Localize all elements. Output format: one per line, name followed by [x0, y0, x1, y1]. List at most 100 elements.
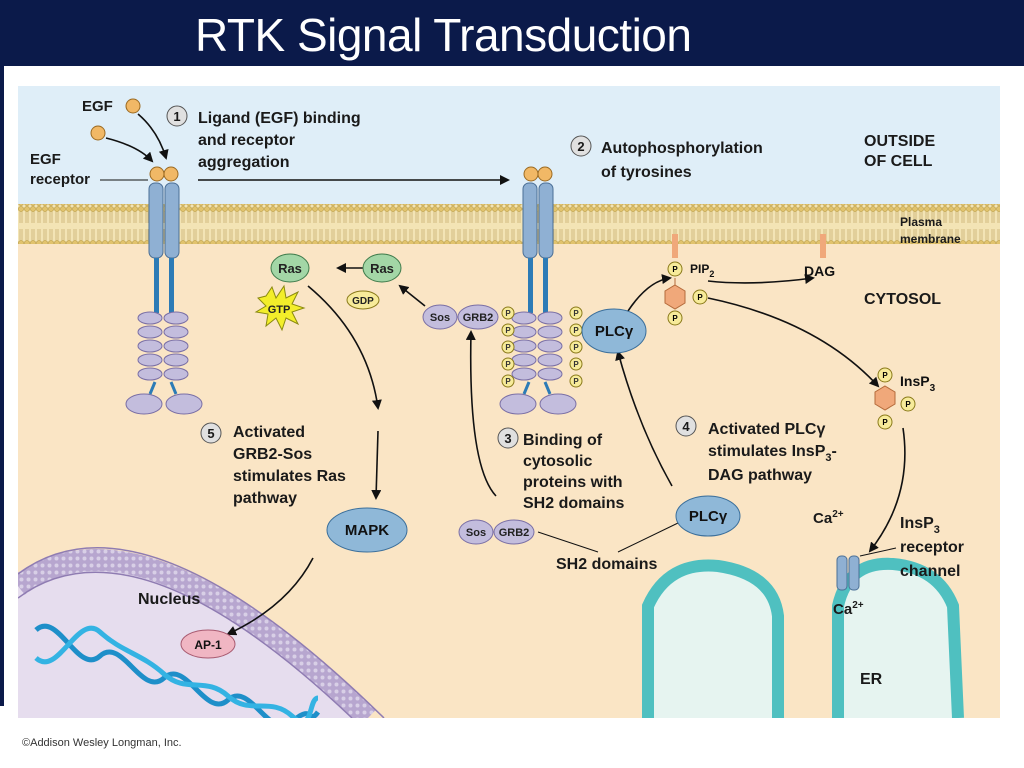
- dna-helix: [34, 623, 321, 718]
- egf-receptor-label-1: EGF: [30, 151, 61, 168]
- step1-number: 1: [173, 109, 180, 124]
- ras-active-label: Ras: [278, 261, 302, 276]
- ca-label-top: Ca2+: [813, 509, 844, 527]
- sh2-pointer-lines: [537, 522, 679, 553]
- step1-text-1: Ligand (EGF) binding: [198, 110, 361, 127]
- step4-text-3: DAG pathway: [708, 467, 812, 484]
- gtp-burst: [254, 284, 306, 332]
- egf-ligand: [90, 125, 106, 141]
- sos-free-label: Sos: [466, 527, 486, 539]
- cytosol-label: CYTOSOL: [864, 291, 941, 308]
- step2-text-2: of tyrosines: [601, 164, 692, 181]
- step3-number: 3: [504, 431, 511, 446]
- step4-marker: [675, 415, 697, 437]
- step5-number: 5: [207, 426, 214, 441]
- step2-text-1: Autophosphorylation: [601, 140, 763, 157]
- outside-label-1: OUTSIDE: [864, 133, 935, 150]
- step3-text-4: SH2 domains: [523, 495, 624, 512]
- ras-inactive: [362, 253, 402, 283]
- insp3-p1: P: [882, 371, 888, 380]
- step3-text-2: cytosolic: [523, 453, 592, 470]
- phospho-label: P: [505, 343, 511, 352]
- insp3-receptor-pointer: [859, 547, 897, 557]
- insp3-receptor-label-3: channel: [900, 563, 960, 580]
- step5-text-2: GRB2-Sos: [233, 446, 312, 463]
- step1-text-3: aggregation: [198, 154, 290, 171]
- plc-gamma-free-label: PLCγ: [689, 508, 728, 525]
- rtk-pathway-diagram: P P P P P P P P P P Ras GTP: [18, 86, 1000, 718]
- dag-molecule: [820, 234, 826, 258]
- step1-text-2: and receptor: [198, 132, 295, 149]
- step2-number: 2: [577, 139, 584, 154]
- phospho-label: P: [505, 377, 511, 386]
- phosphotyrosine-groups: [501, 306, 583, 388]
- phospho-label: P: [505, 326, 511, 335]
- insp3-receptor-channel: [836, 555, 860, 591]
- er-label: ER: [860, 671, 883, 688]
- gtp-label: GTP: [268, 304, 291, 316]
- step4-text-2: stimulates InsP3-: [708, 443, 837, 464]
- gdp-label: GDP: [352, 296, 374, 307]
- mapk-label: MAPK: [345, 522, 389, 539]
- slide-title: RTK Signal Transduction: [195, 9, 692, 61]
- dag-label: DAG: [804, 263, 835, 279]
- step2-marker: [570, 135, 592, 157]
- grb2-bound: [457, 304, 499, 330]
- sos-bound-label: Sos: [430, 312, 450, 324]
- step5-text-4: pathway: [233, 490, 297, 507]
- step3-marker: [497, 427, 519, 449]
- phospho-label: P: [573, 309, 579, 318]
- phospho-label: P: [505, 309, 511, 318]
- ap1-label: AP-1: [194, 638, 222, 652]
- plasma-membrane-label-1: Plasma: [900, 215, 942, 229]
- pip2-p1: P: [672, 265, 678, 274]
- outside-label-2: OF CELL: [864, 153, 933, 170]
- sos-bound: [422, 304, 458, 330]
- step5-text-3: stimulates Ras: [233, 468, 346, 485]
- plasma-membrane-label-2: membrane: [900, 232, 961, 246]
- pip2-p3: P: [672, 314, 678, 323]
- step1-marker: [166, 105, 188, 127]
- pip2-molecule: [664, 234, 708, 326]
- phospho-label: P: [573, 360, 579, 369]
- grb2-free: [493, 519, 535, 545]
- insp3-receptor-label-1: InsP3: [900, 515, 940, 536]
- pip2-label: PIP2: [690, 262, 714, 279]
- sh2-domains-label: SH2 domains: [556, 556, 657, 573]
- nucleus-label: Nucleus: [138, 591, 200, 608]
- insp3-molecule: [874, 367, 916, 430]
- insp3-label: InsP3: [900, 373, 936, 394]
- plc-gamma-bound-label: PLCγ: [595, 323, 634, 340]
- grb2-bound-label: GRB2: [463, 312, 494, 324]
- sos-free: [458, 519, 494, 545]
- egf-ligand: [125, 98, 141, 114]
- step3-text-3: proteins with: [523, 474, 623, 491]
- grb2-free-label: GRB2: [499, 527, 530, 539]
- endoplasmic-reticulum: [642, 557, 964, 718]
- gdp-badge: [346, 290, 380, 310]
- egf-receptor-left: [125, 166, 203, 415]
- insp3-p2: P: [905, 400, 911, 409]
- ca-label-bottom: Ca2+: [833, 600, 864, 618]
- plc-gamma-free: [675, 495, 741, 537]
- step4-number: 4: [682, 419, 690, 434]
- insp3-p3: P: [882, 418, 888, 427]
- phospho-label: P: [505, 360, 511, 369]
- phospho-label: P: [573, 343, 579, 352]
- plasma-membrane: [18, 204, 1000, 244]
- pathway-arrows: [105, 113, 906, 636]
- step3-text-1: Binding of: [523, 432, 603, 449]
- step4-text-1: Activated PLCγ: [708, 421, 825, 438]
- ras-inactive-label: Ras: [370, 261, 394, 276]
- phospho-label: P: [573, 326, 579, 335]
- egf-receptor-right: [499, 166, 577, 415]
- insp3-receptor-label-2: receptor: [900, 539, 964, 556]
- left-accent-stripe: [0, 66, 4, 706]
- egf-receptor-label-2: receptor: [30, 171, 90, 188]
- copyright-credit: ©Addison Wesley Longman, Inc.: [22, 737, 182, 749]
- ap1: [180, 629, 236, 659]
- step5-text-1: Activated: [233, 424, 305, 441]
- plc-gamma-bound: [581, 308, 647, 354]
- phospho-label: P: [573, 377, 579, 386]
- egf-label: EGF: [82, 98, 113, 115]
